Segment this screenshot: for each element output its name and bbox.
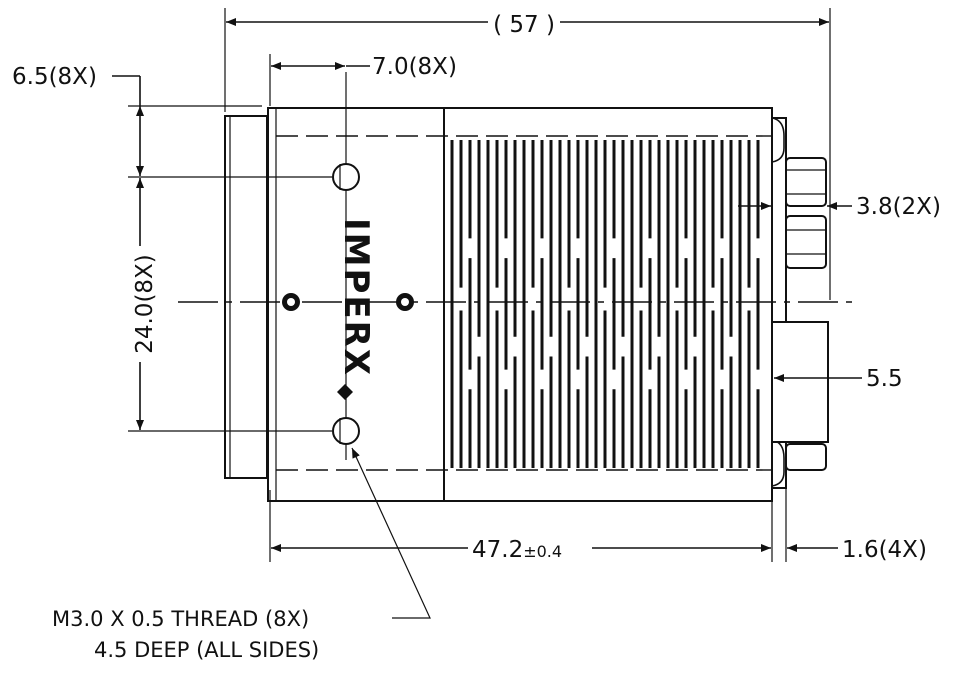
dimension-rear-offset: 1.6(4X): [785, 474, 927, 563]
dimension-lens-offset: 6.5(8X): [12, 64, 262, 176]
rear-connectors: [771, 117, 829, 489]
dimension-hole-spacing-top: 7.0(8X): [269, 54, 457, 106]
label-rear-offset: 1.6(4X): [842, 537, 927, 563]
label-hole-spacing-vertical: 24.0(8X): [132, 254, 158, 354]
thread-hole-top: [332, 163, 360, 191]
connector-bottom: [785, 443, 827, 471]
heat-sink-fins: [450, 140, 760, 468]
dimension-body-length: 47.2±0.4: [269, 490, 773, 563]
label-connector-3-8: 3.8(2X): [856, 194, 941, 220]
mount-hole-right: [396, 293, 414, 311]
label-overall-length: ( 57 ): [493, 12, 555, 38]
dimension-hole-spacing-vertical: 24.0(8X): [128, 176, 332, 432]
connector-lower-block: [771, 321, 829, 443]
dimension-connector-3-8: 3.8(2X): [738, 194, 941, 220]
brand-logo-text: IMPERX: [336, 218, 376, 377]
label-body-length: 47.2±0.4: [472, 537, 562, 563]
dimension-overall-length: ( 57 ): [224, 8, 831, 300]
connector-middle: [785, 215, 827, 269]
mount-hole-left: [282, 293, 300, 311]
rear-screw-top: [771, 117, 785, 163]
label-hole-spacing-top: 7.0(8X): [372, 54, 457, 80]
connector-upper: [785, 157, 827, 207]
thread-hole-bottom: [332, 417, 360, 445]
thread-note-line2: 4.5 DEEP (ALL SIDES): [94, 638, 319, 662]
hidden-lines: [276, 135, 772, 471]
threaded-holes: [282, 163, 414, 445]
logo-diamond-icon: [337, 384, 353, 400]
brand-logo: IMPERX: [336, 218, 376, 377]
label-connector-5-5: 5.5: [866, 366, 903, 392]
heat-sink: [443, 107, 773, 502]
lens-mount: [224, 115, 268, 479]
label-lens-offset: 6.5(8X): [12, 64, 97, 90]
thread-note-line1: M3.0 X 0.5 THREAD (8X): [52, 607, 309, 631]
thread-note: M3.0 X 0.5 THREAD (8X) 4.5 DEEP (ALL SID…: [52, 447, 431, 662]
dimension-connector-5-5: 5.5: [774, 366, 903, 392]
